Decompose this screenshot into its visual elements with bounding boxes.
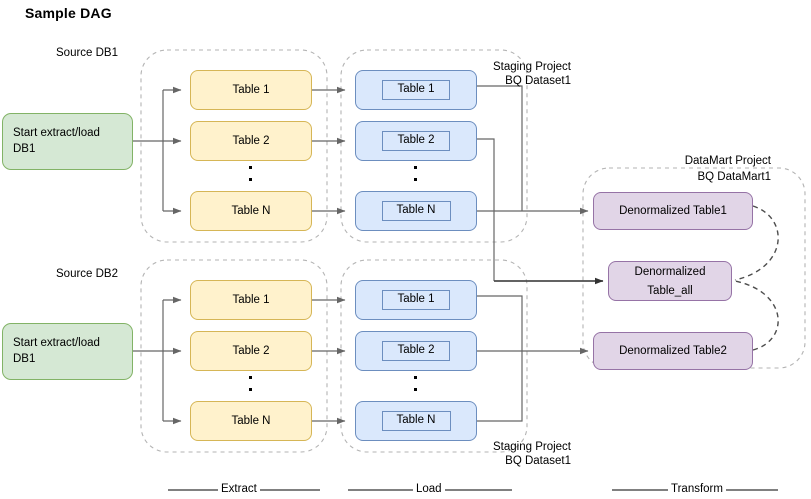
node-label: Table N — [381, 201, 451, 221]
node-label-line1: Denormalized — [634, 265, 706, 278]
phase-label-extract: Extract — [218, 483, 260, 495]
node-label: Table N — [231, 205, 271, 217]
edge-mart2-martall-dashed — [734, 280, 779, 351]
start-node-db1[interactable]: Start extract/load DB1 — [2, 113, 133, 170]
node-label: Table 2 — [232, 135, 270, 147]
node-label: Table N — [231, 415, 271, 427]
staging-label-db2-line2: BQ Dataset1 — [505, 455, 571, 467]
extract-container-db1 — [140, 49, 328, 243]
node-label: Table 1 — [382, 290, 450, 310]
edge-l1t1-join — [477, 85, 523, 211]
load-db1-table-2[interactable]: Table 2 — [355, 121, 477, 161]
node-label: Table 1 — [382, 80, 450, 100]
datamart-label-line2: BQ DataMart1 — [697, 171, 772, 183]
phase-label-transform: Transform — [668, 483, 726, 495]
node-label: Denormalized Table2 — [619, 345, 727, 357]
page-title: Sample DAG — [25, 5, 112, 21]
load-container-db2 — [340, 259, 528, 453]
start-node-db1-line1: Start extract/load — [13, 126, 100, 139]
staging-label-db1-line1: Staging Project — [493, 61, 571, 73]
datamart-denormalized-table2[interactable]: Denormalized Table2 — [593, 332, 753, 370]
load-db1-table-1[interactable]: Table 1 — [355, 70, 477, 110]
staging-label-db1-line2: BQ Dataset1 — [505, 75, 571, 87]
datamart-denormalized-table1[interactable]: Denormalized Table1 — [593, 192, 753, 230]
extract-db1-table-2[interactable]: Table 2 — [190, 121, 312, 161]
extract-db2-table-2[interactable]: Table 2 — [190, 331, 312, 371]
staging-label-db2-line1: Staging Project — [493, 441, 571, 453]
group-label-source-db1: Source DB1 — [56, 47, 119, 59]
load-db1-table-n[interactable]: Table N — [355, 191, 477, 231]
datamart-container — [582, 167, 806, 369]
node-label: Table 2 — [232, 345, 270, 357]
load-container-db1 — [340, 49, 528, 243]
node-label: Table 1 — [232, 84, 270, 96]
node-label-line2: Table_all — [647, 284, 693, 297]
ellipsis-load-db1 — [414, 166, 417, 181]
node-label: Table 1 — [232, 294, 270, 306]
node-label: Table 2 — [382, 131, 450, 151]
start-node-db1-line2: DB1 — [13, 142, 36, 155]
edge-l2tn-join — [477, 351, 523, 422]
ellipsis-extract-db1 — [249, 166, 252, 181]
edge-l2t1-join — [477, 295, 523, 351]
ellipsis-load-db2 — [414, 376, 417, 391]
start-node-db2-line1: Start extract/load — [13, 336, 100, 349]
edge-mart1-martall-dashed — [734, 205, 779, 281]
load-db2-table-1[interactable]: Table 1 — [355, 280, 477, 320]
node-label: Table N — [381, 411, 451, 431]
datamart-label-line1: DataMart Project — [684, 155, 771, 167]
load-db2-table-n[interactable]: Table N — [355, 401, 477, 441]
extract-container-db2 — [140, 259, 328, 453]
load-db2-table-2[interactable]: Table 2 — [355, 331, 477, 371]
datamart-denormalized-table-all[interactable]: Denormalized Table_all — [608, 261, 732, 301]
extract-db1-table-1[interactable]: Table 1 — [190, 70, 312, 110]
edge-l1t2-join — [477, 138, 495, 281]
start-node-db2-line2: DB1 — [13, 352, 36, 365]
group-label-source-db2: Source DB2 — [56, 268, 119, 280]
start-node-db2[interactable]: Start extract/load DB1 — [2, 323, 133, 380]
extract-db2-table-n[interactable]: Table N — [190, 401, 312, 441]
node-label: Denormalized Table1 — [619, 205, 727, 217]
extract-db2-table-1[interactable]: Table 1 — [190, 280, 312, 320]
node-label: Table 2 — [382, 341, 450, 361]
extract-db1-table-n[interactable]: Table N — [190, 191, 312, 231]
phase-label-load: Load — [413, 483, 445, 495]
ellipsis-extract-db2 — [249, 376, 252, 391]
